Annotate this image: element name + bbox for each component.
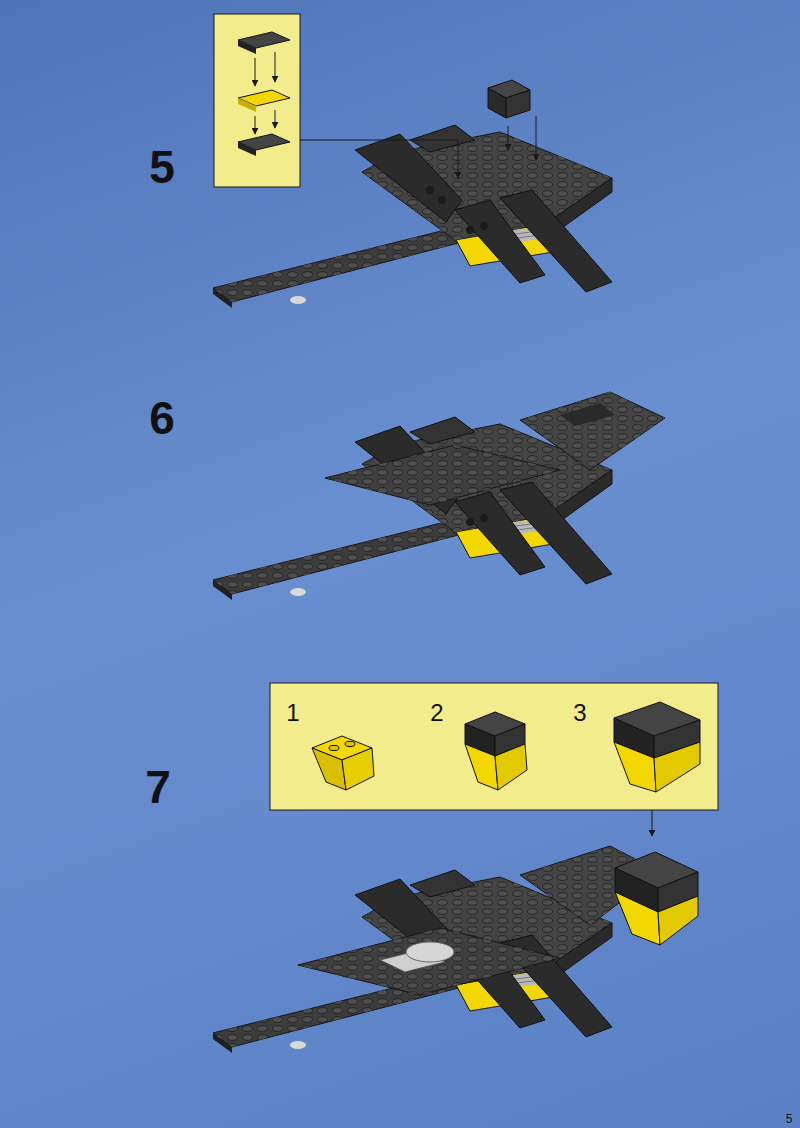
step-number: 5 — [149, 144, 175, 190]
step-number: 7 — [145, 764, 171, 810]
substep-number: 1 — [286, 701, 299, 725]
substep-number: 2 — [430, 701, 443, 725]
substep-number: 3 — [573, 701, 586, 725]
page-number: 5 — [786, 1113, 793, 1125]
step-number: 6 — [149, 395, 175, 441]
